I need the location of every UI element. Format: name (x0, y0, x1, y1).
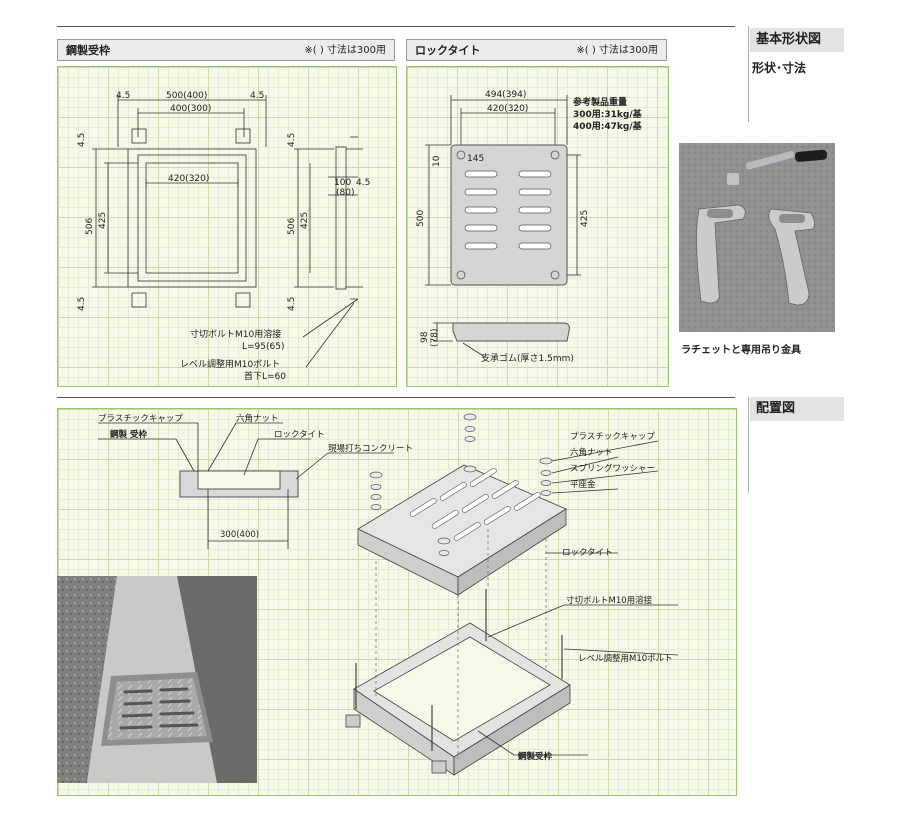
locktite-drawing: 494(394) 420(320) 145 10 500 425 98 (78)… (416, 90, 643, 364)
dim-side-top: 4.5 (287, 133, 297, 147)
weight-300: 300用:31kg/基 (573, 108, 643, 120)
label-steel-frame: 鋼製 受枠 (109, 429, 147, 440)
label-r-locktite: ロックタイト (562, 548, 613, 558)
dim-frame-inner: 420(320) (168, 174, 209, 184)
label-plastic-cap: プラスチックキャップ (98, 414, 183, 424)
dim-outer-height: 506 (85, 218, 95, 235)
panel-note-locktite: ※( ) 寸法は300用 (576, 45, 658, 56)
label-weld-bolt: 寸切ボルトM10用溶接 (190, 328, 281, 340)
dim-right-offset: 4.5 (250, 91, 264, 101)
panel-title-frame: 鋼製受枠 (66, 44, 110, 57)
dim-lock-inner-height: 425 (580, 210, 590, 227)
label-weld-bolt-length: L=95(65) (242, 342, 284, 352)
frame-drawing: 4.5 500(400) 4.5 400(300) 420(320) 4.5 5… (77, 91, 370, 382)
layout-drawing: プラスチックキャップ 鋼製 受枠 六角ナット ロックタイト 現場打ちコンクリート… (98, 413, 679, 776)
ratchet-caption: ラチェットと専用吊り金具 (681, 345, 801, 356)
panel-title-locktite: ロックタイト (415, 44, 481, 57)
panel-header-locktite: ロックタイト ※( ) 寸法は300用 (406, 39, 667, 61)
dim-lock-height: 500 (416, 210, 426, 227)
dim-bottom-offset: 4.5 (77, 297, 87, 311)
dim-lock-inner-width: 420(320) (487, 104, 528, 114)
ratchet-photo (679, 143, 835, 332)
top-rule (57, 26, 735, 27)
label-r-steel-frame: 鋼製受枠 (517, 751, 553, 762)
label-r-flat-washer: 平座金 (570, 479, 596, 490)
label-locktite: ロックタイト (274, 430, 325, 440)
installation-photo (57, 576, 257, 783)
dim-lock-thickness-alt: (78) (430, 329, 440, 347)
sidebar-divider-2 (748, 397, 749, 493)
label-hex-nut: 六角ナット (236, 413, 279, 424)
dim-outer-width: 500(400) (166, 91, 207, 101)
panel-header-frame: 鋼製受枠 ※( ) 寸法は300用 (57, 39, 395, 61)
dim-top-offset: 4.5 (77, 133, 87, 147)
label-r-weld-bolt: 寸切ボルトM10用溶接 (566, 595, 653, 606)
dim-inner-height: 425 (98, 212, 108, 229)
locktite-drawing-area: 494(394) 420(320) 145 10 500 425 98 (78)… (406, 66, 669, 387)
section-subtitle-shape: 形状･寸法 (752, 61, 807, 75)
dim-left-offset: 4.5 (116, 91, 130, 101)
label-r-hex-nut: 六角ナット (570, 447, 613, 458)
dim-lock-thickness: 98 (420, 331, 430, 343)
label-concrete: 現場打ちコンクリート (328, 443, 413, 454)
label-r-spring-washer: スプリングワッシャー (570, 463, 655, 474)
rubber-label: 支承ゴム(厚さ1.5mm) (481, 352, 574, 364)
section-title-layout: 配置図 (750, 397, 844, 421)
frame-drawing-area: 4.5 500(400) 4.5 400(300) 420(320) 4.5 5… (57, 66, 397, 387)
dim-opening-width: 300(400) (220, 530, 259, 540)
sidebar-divider (748, 26, 749, 122)
section-title-shape: 基本形状図 (750, 28, 844, 52)
weight-400: 400用:47kg/基 (573, 120, 643, 132)
dim-inner-width: 400(300) (170, 104, 211, 114)
label-r-level-bolt: レベル調整用M10ボルト (578, 653, 673, 664)
label-level-bolt-length: 首下L=60 (244, 370, 286, 382)
dim-depth-alt: (80) (336, 188, 354, 198)
weight-title: 参考製品重量 (573, 96, 627, 108)
dim-side-inner-height: 425 (300, 212, 310, 229)
dim-depth: 100 (334, 178, 351, 188)
panel-note-frame: ※( ) 寸法は300用 (304, 45, 386, 56)
dim-lock-top-offset: 10 (432, 155, 442, 167)
label-level-bolt: レベル調整用M10ボルト (180, 358, 280, 370)
dim-side-outer-height: 506 (287, 218, 297, 235)
middle-rule (57, 397, 735, 398)
label-r-plastic-cap: プラスチックキャップ (570, 432, 655, 442)
dim-lock-outer-width: 494(394) (485, 90, 526, 100)
dim-depth-offset: 4.5 (356, 178, 370, 188)
dim-slot-offset: 145 (467, 154, 484, 164)
dim-side-bottom: 4.5 (287, 297, 297, 311)
